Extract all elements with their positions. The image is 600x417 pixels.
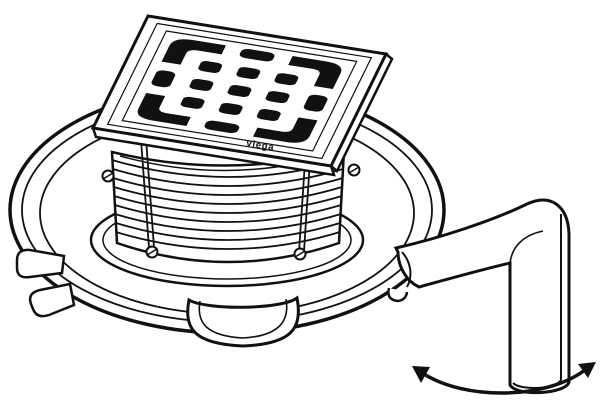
mounting-clip: [15, 248, 76, 318]
grate-slot: [274, 73, 299, 86]
fastening-screw: [293, 247, 307, 261]
corrugation-line: [113, 195, 343, 214]
grate-slot: [239, 48, 275, 62]
grate-slot: [236, 67, 261, 80]
grate-inner-frame: [122, 31, 356, 151]
corrugation-line: [115, 231, 341, 250]
corrugation-line: [112, 177, 344, 196]
pipe-hub-tab: [387, 287, 409, 303]
grate-slot: [180, 96, 205, 109]
drain-grate: viega: [93, 16, 394, 177]
grate-slot: [265, 91, 290, 104]
fastening-screw: [101, 169, 115, 183]
fastening-screw: [347, 163, 361, 177]
grate-top-face: [93, 16, 386, 166]
outlet-pipe: [387, 198, 571, 395]
bottom-outlet-inner-wall: [198, 298, 288, 339]
pipe-body: [393, 198, 571, 395]
grate-slot: [161, 39, 226, 65]
grate-slot: [256, 109, 281, 121]
corrugation-line: [113, 186, 343, 205]
swivel-arrowhead-left: [412, 366, 430, 383]
grate-slot: [303, 94, 328, 112]
fastening-screw: [145, 245, 159, 259]
corrugation-line: [114, 204, 342, 223]
grate-slot: [198, 61, 223, 73]
grate-inner-frame: [108, 24, 372, 159]
grate-slot: [253, 117, 318, 143]
grate-slot: [204, 120, 240, 134]
swivel-arrow: [412, 362, 596, 395]
corrugation-line: [115, 222, 341, 241]
grate-slot: [218, 102, 243, 115]
viega-brand-label: viega: [246, 138, 276, 153]
grate-slot: [288, 56, 342, 90]
corrugation-line: [114, 213, 342, 232]
grate-slot: [151, 70, 176, 88]
swivel-arrowhead-right: [578, 362, 596, 378]
clip-tab-lower: [28, 282, 76, 318]
riser-body: [110, 148, 346, 264]
corrugated-riser: [110, 148, 346, 264]
corrugation-line: [112, 168, 344, 187]
grate-slot: [189, 78, 214, 91]
bottom-outlet: [186, 295, 300, 348]
clip-tab-upper: [15, 248, 66, 279]
grate-slot: [227, 85, 252, 97]
grate-slot: [137, 93, 191, 127]
fastening-screws: [101, 163, 361, 261]
pipe-elbow-inner-bend: [509, 230, 544, 264]
swivel-arrow-arc: [422, 368, 587, 395]
pipe-hub-socket: [401, 251, 412, 288]
bottom-outlet-wall: [186, 295, 300, 348]
